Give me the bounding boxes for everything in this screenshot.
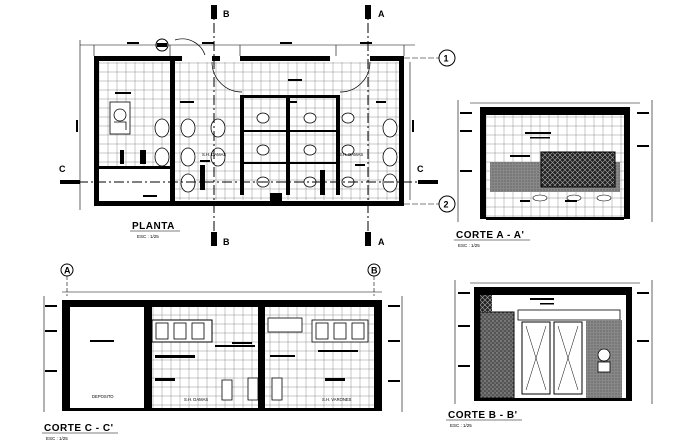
plan-walls [94, 56, 404, 206]
section-cc-axis-b: B [371, 266, 378, 276]
cut-label-c-left: C [59, 164, 66, 174]
section-cc-scale: ESC : 1/25 [46, 436, 68, 441]
section-b-b: CORTE B - B' ESC : 1/25 [446, 280, 653, 428]
section-cc-room-label: S.H. DAMAS [184, 397, 208, 402]
section-bb-scale: ESC : 1/25 [450, 423, 472, 428]
aa-mirror [540, 151, 616, 188]
cut-label-a-top: A [378, 9, 385, 19]
cut-label-b-top: B [223, 9, 230, 19]
plan-door-swings [174, 38, 371, 93]
section-a-a: CORTE A - A' ESC : 1/25 [454, 100, 653, 248]
cut-label-a-bottom: A [378, 237, 385, 247]
section-bb-title: CORTE B - B' [448, 410, 518, 421]
cut-label-c-right: C [417, 164, 424, 174]
section-aa-title: CORTE A - A' [456, 230, 524, 241]
section-cc-title: CORTE C - C' [44, 423, 114, 434]
plan-cut-lines [60, 5, 438, 240]
axis-label-1: 1 [444, 54, 449, 64]
section-cc-axis-a: A [64, 266, 71, 276]
section-cc-room-label: S.H. VARONES [322, 397, 352, 402]
bb-wall-panel [479, 311, 515, 399]
section-cc-room-label: DEPOSITO [92, 394, 114, 399]
wheelchair-icon [109, 101, 131, 135]
plan-title: PLANTA [132, 221, 175, 232]
cut-label-b-bottom: B [223, 237, 230, 247]
axis-label-2: 2 [444, 200, 449, 210]
section-c-c: A B [42, 263, 403, 441]
section-aa-scale: ESC : 1/25 [458, 243, 480, 248]
plan-room-label: S.H. DAMAS [339, 152, 363, 157]
plan-scale: ESC : 1/25 [137, 234, 159, 239]
floor-plan: S.H. DAMAS S.H. DAMAS B A B A [59, 5, 456, 247]
